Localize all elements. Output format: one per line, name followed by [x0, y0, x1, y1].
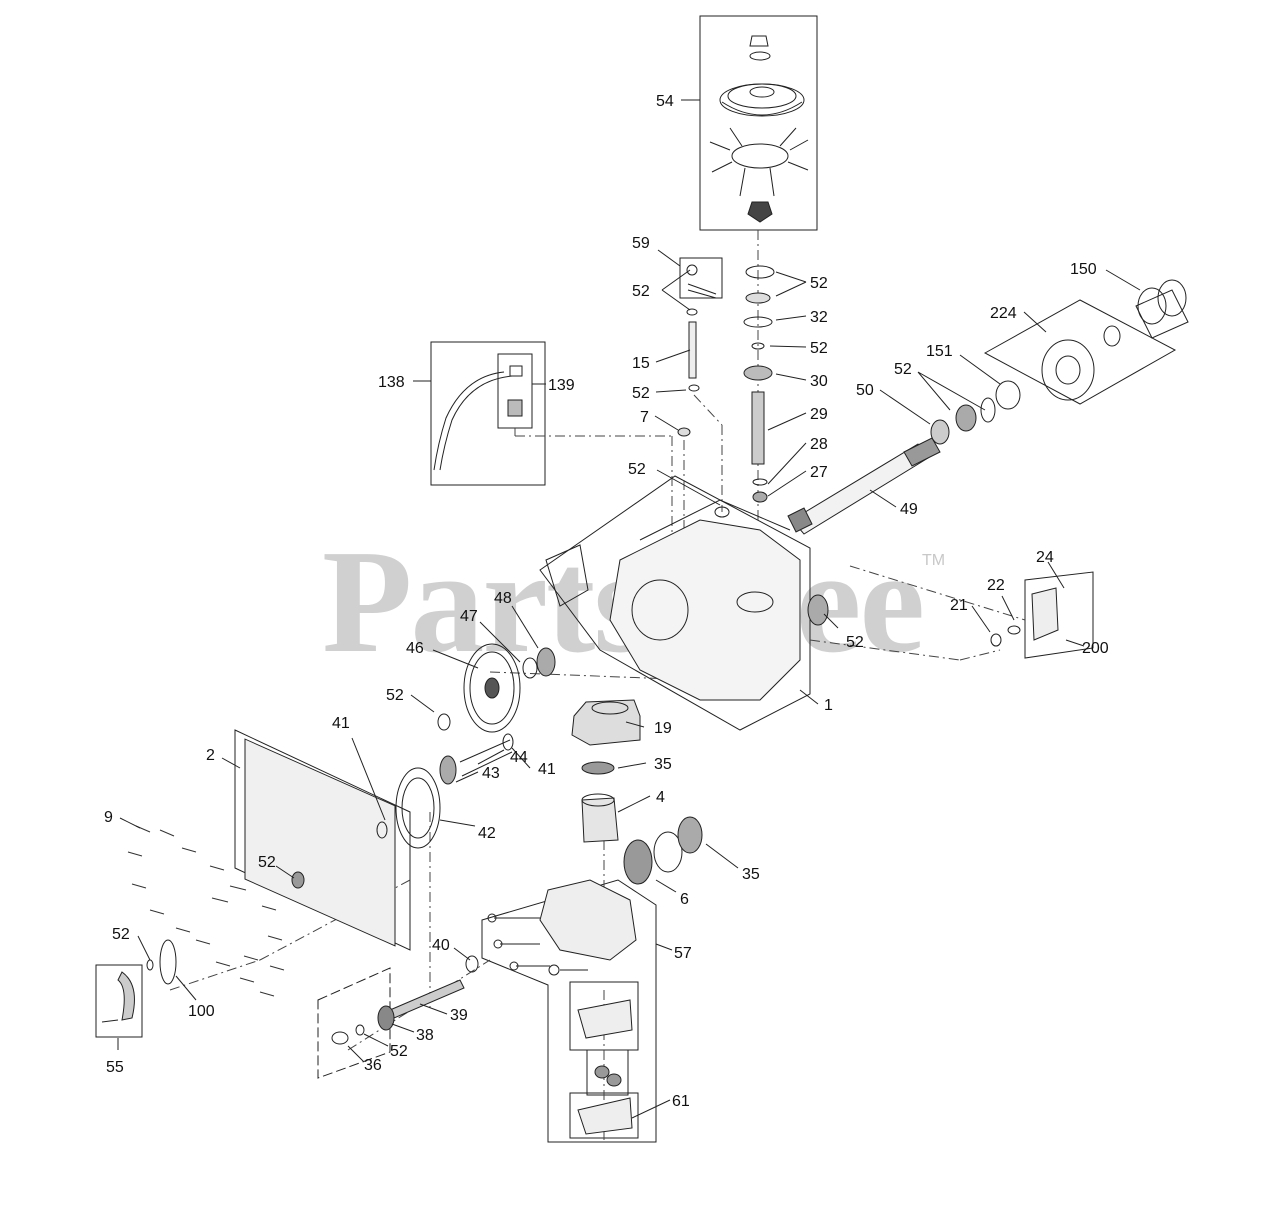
vent-fitting-box [497, 353, 533, 429]
shaft-box [317, 967, 391, 1079]
callout-52: 52 [258, 854, 276, 871]
callout-44: 44 [510, 749, 528, 766]
callout-52: 52 [810, 340, 828, 357]
pulley-fan-box [699, 15, 818, 231]
callout-49: 49 [900, 501, 918, 518]
callout-52: 52 [632, 385, 650, 402]
hub-box [983, 299, 1177, 405]
callout-52: 52 [390, 1043, 408, 1060]
callout-21: 21 [950, 597, 968, 614]
callout-52: 52 [894, 361, 912, 378]
callout-28: 28 [810, 436, 828, 453]
callout-36: 36 [364, 1057, 382, 1074]
cover-box [234, 729, 411, 951]
callout-41: 41 [332, 715, 350, 732]
vent-hose-box [430, 341, 546, 486]
callout-24: 24 [1036, 549, 1054, 566]
callout-38: 38 [416, 1027, 434, 1044]
callout-35: 35 [742, 866, 760, 883]
callout-224: 224 [990, 305, 1017, 322]
callout-52: 52 [810, 275, 828, 292]
housing-box [539, 475, 811, 731]
callout-47: 47 [460, 608, 478, 625]
bracket-box [1024, 571, 1094, 659]
callout-7: 7 [640, 409, 649, 426]
callout-22: 22 [987, 577, 1005, 594]
filter-box-mid [586, 1049, 629, 1096]
callout-54: 54 [656, 93, 674, 110]
callout-59: 59 [632, 235, 650, 252]
callout-52: 52 [386, 687, 404, 704]
callout-6: 6 [680, 891, 689, 908]
callout-43: 43 [482, 765, 500, 782]
callout-9: 9 [104, 809, 113, 826]
callout-42: 42 [478, 825, 496, 842]
callout-2: 2 [206, 747, 215, 764]
callout-100: 100 [188, 1003, 215, 1020]
callout-138: 138 [378, 374, 405, 391]
callout-151: 151 [926, 343, 953, 360]
callout-200: 200 [1082, 640, 1109, 657]
callout-40: 40 [432, 937, 450, 954]
callout-61: 61 [672, 1093, 690, 1110]
callout-52: 52 [632, 283, 650, 300]
callout-27: 27 [810, 464, 828, 481]
callout-35: 35 [654, 756, 672, 773]
callout-52: 52 [628, 461, 646, 478]
callout-57: 57 [674, 945, 692, 962]
callout-41: 41 [538, 761, 556, 778]
callout-52: 52 [112, 926, 130, 943]
callout-139: 139 [548, 377, 575, 394]
callout-1: 1 [824, 697, 833, 714]
callout-50: 50 [856, 382, 874, 399]
callout-39: 39 [450, 1007, 468, 1024]
brake-box [95, 964, 143, 1038]
callout-4: 4 [656, 789, 665, 806]
callout-15: 15 [632, 355, 650, 372]
callout-55: 55 [106, 1059, 124, 1076]
center-section-box [481, 879, 657, 1143]
callout-46: 46 [406, 640, 424, 657]
callout-48: 48 [494, 590, 512, 607]
callout-30: 30 [810, 373, 828, 390]
callout-52: 52 [846, 634, 864, 651]
callout-29: 29 [810, 406, 828, 423]
callout-32: 32 [810, 309, 828, 326]
callout-19: 19 [654, 720, 672, 737]
callout-150: 150 [1070, 261, 1097, 278]
arm-kit-box [679, 257, 723, 299]
trademark-mark: TM [922, 552, 946, 569]
